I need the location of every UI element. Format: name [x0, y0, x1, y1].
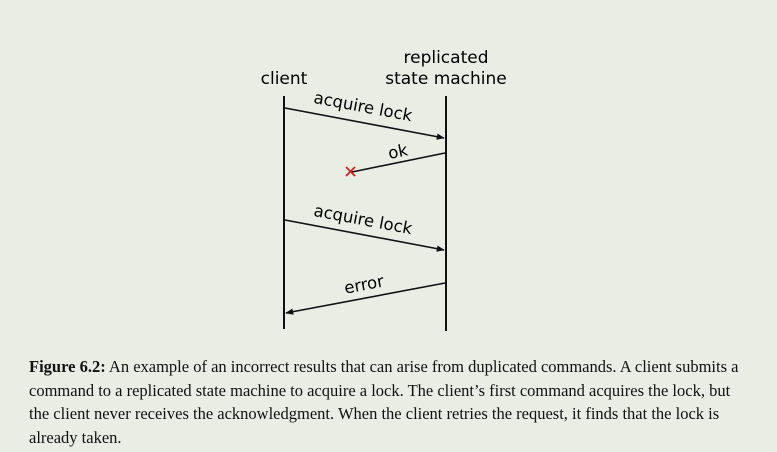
message-label-acquire-lock-2: acquire lock — [312, 201, 414, 238]
figure-caption: Figure 6.2: An example of an incorrect r… — [29, 355, 749, 449]
message-arrow-acquire-lock-2 — [284, 219, 445, 252]
client-label: client — [261, 69, 308, 89]
message-label-error: error — [343, 272, 386, 298]
lost-message-x-icon — [345, 166, 356, 177]
message-arrow-ok — [351, 152, 446, 173]
figure-caption-text: An example of an incorrect results that … — [29, 357, 739, 447]
server-label-line2: state machine — [385, 69, 507, 89]
message-label-ok: ok — [386, 140, 409, 163]
sequence-diagram: client replicated state machine acquire … — [261, 48, 507, 331]
server-label-line1: replicated — [404, 48, 489, 68]
message-label-acquire-lock-1: acquire lock — [312, 88, 414, 125]
message-arrow-acquire-lock-1 — [284, 107, 445, 140]
figure-caption-label: Figure 6.2: — [29, 357, 106, 376]
message-arrow-error — [285, 282, 446, 315]
